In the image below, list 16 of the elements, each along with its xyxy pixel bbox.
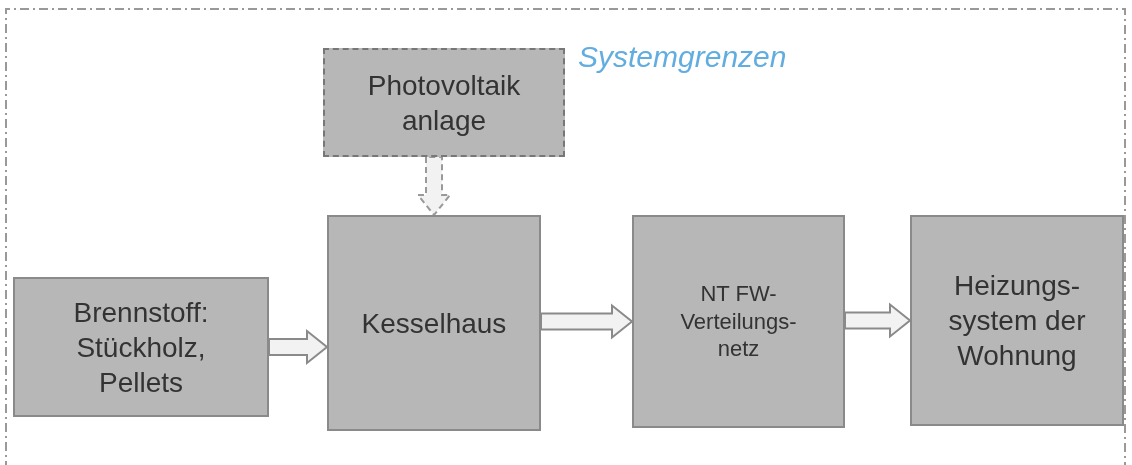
box-label: Kesselhaus: [361, 306, 507, 341]
process-box: [13, 277, 269, 417]
system-boundary: [5, 8, 1126, 465]
block-arrow: [415, 156, 453, 217]
process-box: [910, 215, 1124, 426]
process-box: [327, 215, 541, 431]
block-arrow: [844, 302, 912, 339]
block-arrow: [540, 303, 634, 340]
box-label: Brennstoff: Stückholz, Pellets: [72, 295, 210, 400]
box-label: NT FW- Verteilungs- netz: [679, 280, 798, 363]
box-label: Heizungs- system der Wohnung: [947, 269, 1087, 373]
block-arrow: [268, 328, 329, 366]
process-box: [632, 215, 845, 428]
process-box: [323, 48, 565, 157]
boundary-label: Systemgrenzen: [578, 40, 787, 74]
box-label: Photovoltaik anlage: [366, 68, 522, 138]
